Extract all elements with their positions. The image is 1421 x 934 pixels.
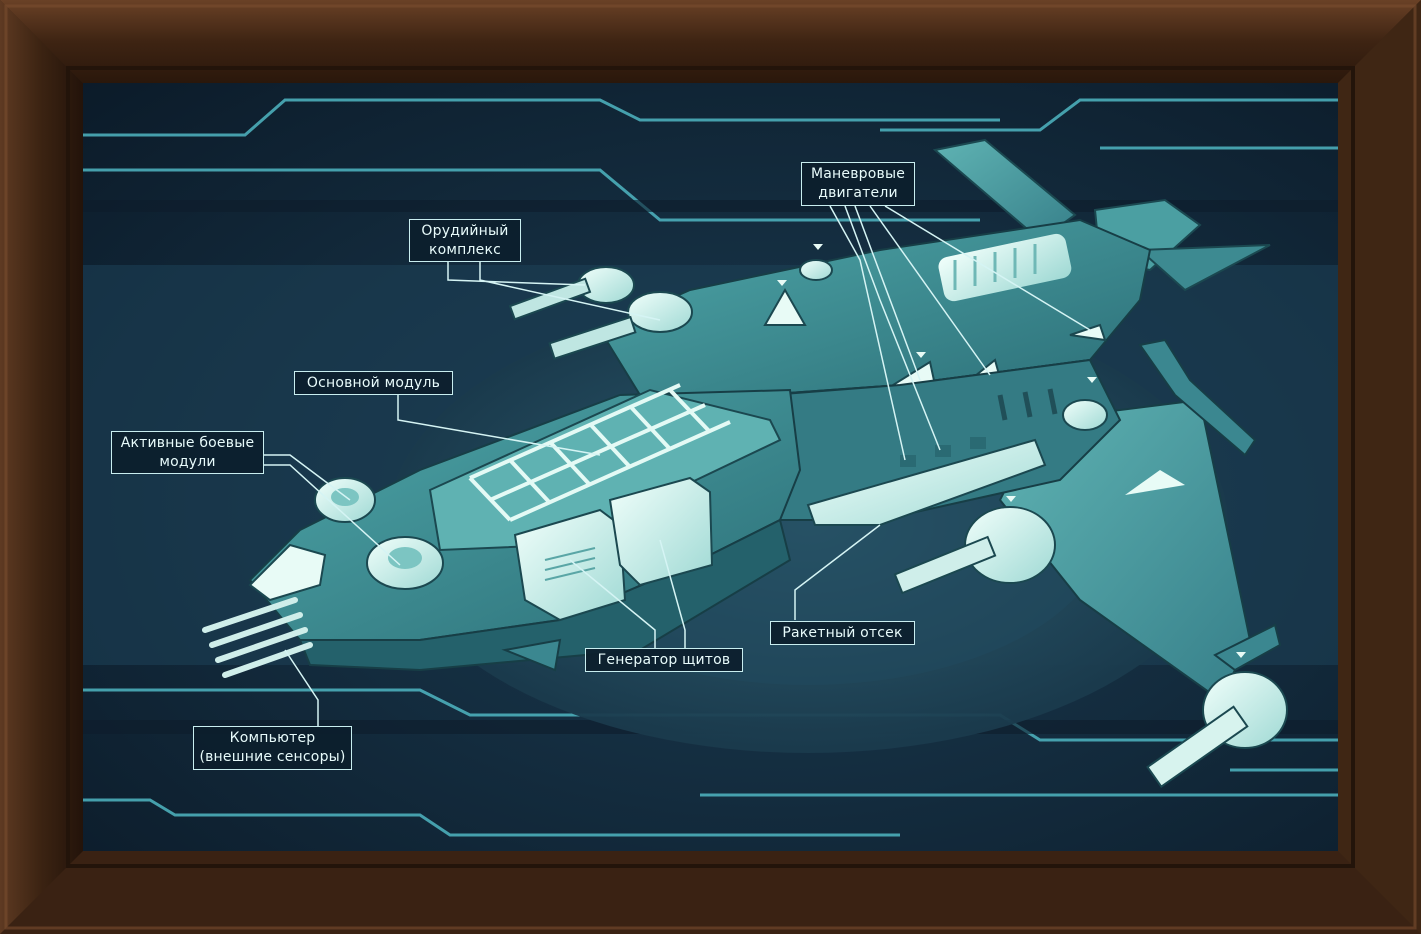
label-shield-generator: Генератор щитов [585, 648, 743, 672]
label-computer-line1: Компьютер [230, 729, 316, 748]
label-maneuver-engines-line1: Маневровые [811, 165, 905, 184]
label-main-module: Основной модуль [294, 371, 453, 395]
label-shield-generator-text: Генератор щитов [598, 651, 731, 670]
label-main-module-text: Основной модуль [307, 374, 440, 393]
label-weapon-complex: Орудийный комплекс [409, 219, 521, 262]
label-weapon-complex-line2: комплекс [429, 241, 501, 260]
label-active-combat-modules-line1: Активные боевые [121, 434, 255, 453]
label-computer: Компьютер (внешние сенсоры) [193, 726, 352, 770]
label-computer-line2: (внешние сенсоры) [199, 748, 345, 767]
label-missile-bay-text: Ракетный отсек [782, 624, 902, 643]
label-maneuver-engines: Маневровые двигатели [801, 162, 915, 206]
label-missile-bay: Ракетный отсек [770, 621, 915, 645]
label-active-combat-modules-line2: модули [159, 453, 215, 472]
label-maneuver-engines-line2: двигатели [818, 184, 898, 203]
label-active-combat-modules: Активные боевые модули [111, 431, 264, 474]
label-weapon-complex-line1: Орудийный [421, 222, 508, 241]
